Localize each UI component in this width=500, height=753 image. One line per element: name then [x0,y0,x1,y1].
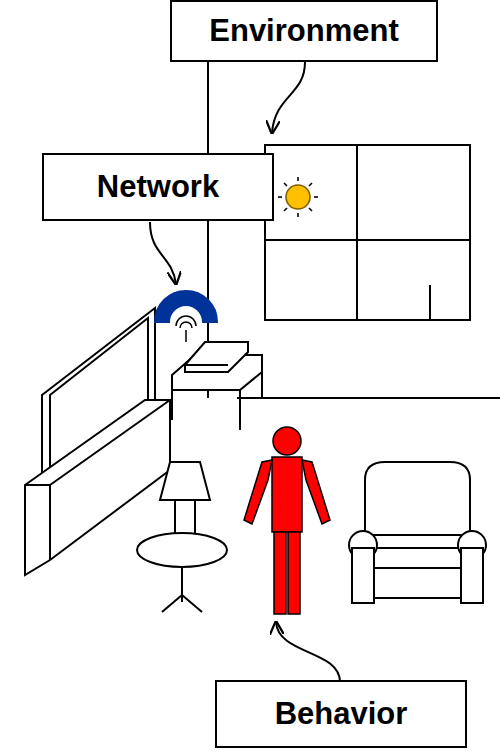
callout-label: Behavior [275,697,408,731]
callout-box: Behavior [215,680,467,748]
lamp-table [137,462,227,612]
leader-arrow [272,62,305,133]
sun-symbol [278,177,318,217]
armchair [349,462,486,603]
floor-line [237,397,500,399]
leader-arrow [276,622,340,682]
callout-label: Network [97,170,219,204]
callout-box: Network [42,153,274,221]
leader-arrow [150,222,176,284]
window [265,145,470,320]
callout-box: Environment [170,0,438,62]
television [25,308,170,575]
side-table [172,342,262,430]
person-figure [244,427,330,614]
callout-label: Environment [209,14,398,48]
router-symbol [155,291,217,342]
